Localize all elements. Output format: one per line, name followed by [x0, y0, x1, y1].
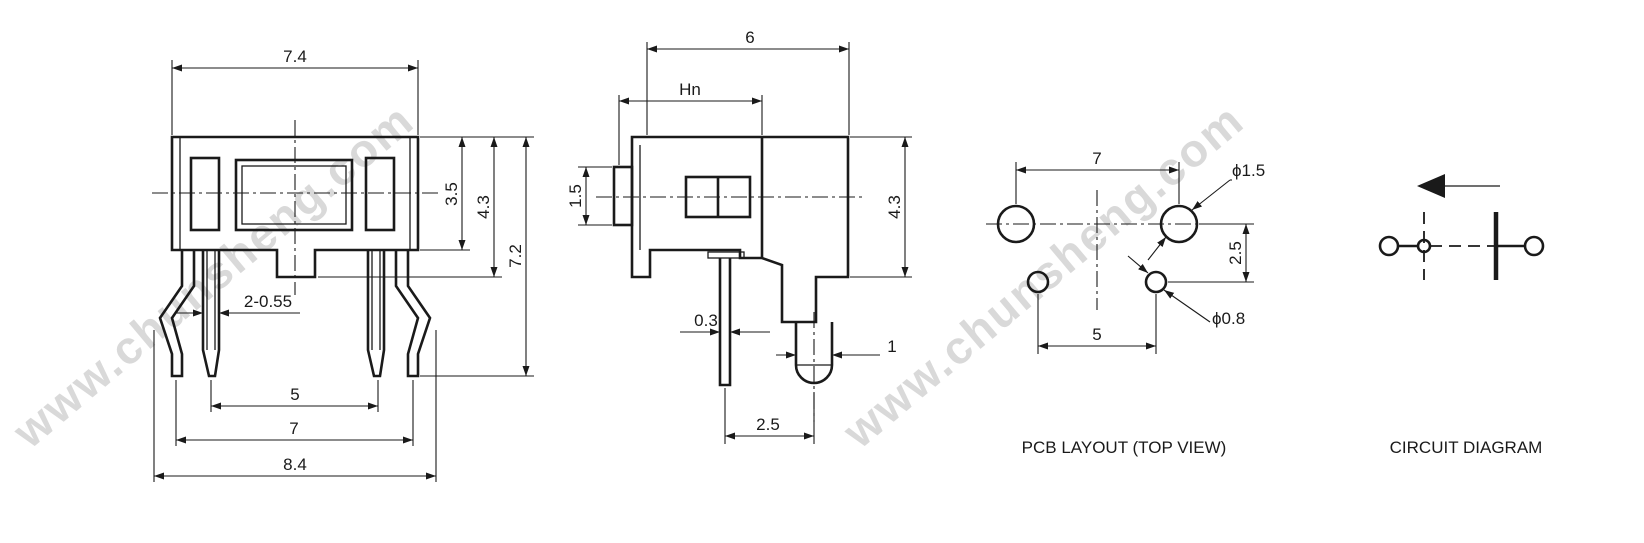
dim-pcb-large-dia-label: ϕ1.5 — [1232, 161, 1265, 180]
front-leg-left — [158, 250, 196, 378]
pcb-layout-caption: PCB LAYOUT (TOP VIEW) — [1022, 438, 1227, 457]
dim-pcb-small-pitch-label: 5 — [1092, 325, 1101, 344]
dim-window-height-label: 3.5 — [442, 182, 461, 206]
dim-side-height-label: 4.3 — [885, 195, 904, 219]
front-actuator-knob — [241, 165, 347, 225]
front-pin-inner-right — [366, 250, 386, 378]
pcb-hole-small-left — [1026, 270, 1050, 294]
side-view: 6 Hn 1.5 4.3 0.3 1 2.5 — [566, 28, 912, 444]
dim-hn-label: Hn — [679, 80, 701, 99]
side-pin-foot — [707, 251, 745, 259]
circuit-terminal-right — [1523, 235, 1545, 257]
dim-pin-offset-label: 2.5 — [756, 415, 780, 434]
dim-peg-width-label: 1 — [887, 337, 896, 356]
side-peg — [794, 322, 834, 385]
dim-pcb-large-dia-leader — [1191, 179, 1231, 211]
side-body-outline — [630, 135, 850, 324]
circuit-terminal-left — [1378, 235, 1400, 257]
pcb-layout: 7 ϕ1.5 2.5 5 ϕ0.8 PCB LAYOUT (TOP VIEW) — [986, 149, 1265, 457]
watermark-group: www.chunsheng.com www.chunsheng.com — [2, 93, 1253, 458]
dim-side-width-label: 6 — [745, 28, 754, 47]
circuit-diagram: CIRCUIT DIAGRAM — [1378, 174, 1545, 457]
watermark-right: www.chunsheng.com — [832, 93, 1253, 458]
front-actuator-slot — [234, 158, 354, 232]
pcb-hole-large-right — [1159, 204, 1199, 244]
dim-pcb-large-dia-leader-2 — [1147, 236, 1167, 261]
circuit-direction-arrow-head — [1417, 174, 1445, 198]
dim-pitch-outer-label: 7 — [289, 419, 298, 438]
front-left-window — [189, 156, 221, 232]
dim-pin-width-label: 2-0.55 — [244, 292, 292, 311]
dim-actuator-height-label: 1.5 — [566, 184, 585, 208]
pcb-hole-large-left — [996, 204, 1036, 244]
front-right-window — [364, 156, 396, 232]
dim-front-width-label: 7.4 — [283, 47, 307, 66]
dim-pcb-small-dia-leader-2 — [1127, 255, 1149, 274]
dim-pcb-row-spacing-label: 2.5 — [1226, 241, 1245, 265]
front-view: 7.4 3.5 4.3 7.2 2-0.55 5 7 8.4 — [152, 47, 534, 482]
dim-pcb-small-dia-label: ϕ0.8 — [1212, 309, 1245, 328]
circuit-diagram-caption: CIRCUIT DIAGRAM — [1390, 438, 1543, 457]
dim-overall-width-label: 8.4 — [283, 455, 307, 474]
dim-pitch-inner-label: 5 — [290, 385, 299, 404]
dim-total-height-label: 7.2 — [506, 244, 525, 268]
pcb-hole-small-right — [1144, 270, 1168, 294]
dim-pcb-large-pitch-label: 7 — [1092, 149, 1101, 168]
dim-body-height-label: 4.3 — [474, 195, 493, 219]
front-leg-right — [394, 250, 432, 378]
dim-pcb-small-dia-leader — [1163, 289, 1211, 323]
side-actuator — [612, 165, 634, 227]
watermark-left: www.chunsheng.com — [2, 93, 423, 458]
side-pin — [718, 258, 732, 387]
front-pin-inner-left — [201, 250, 221, 378]
dim-pin-thickness-label: 0.3 — [694, 311, 718, 330]
